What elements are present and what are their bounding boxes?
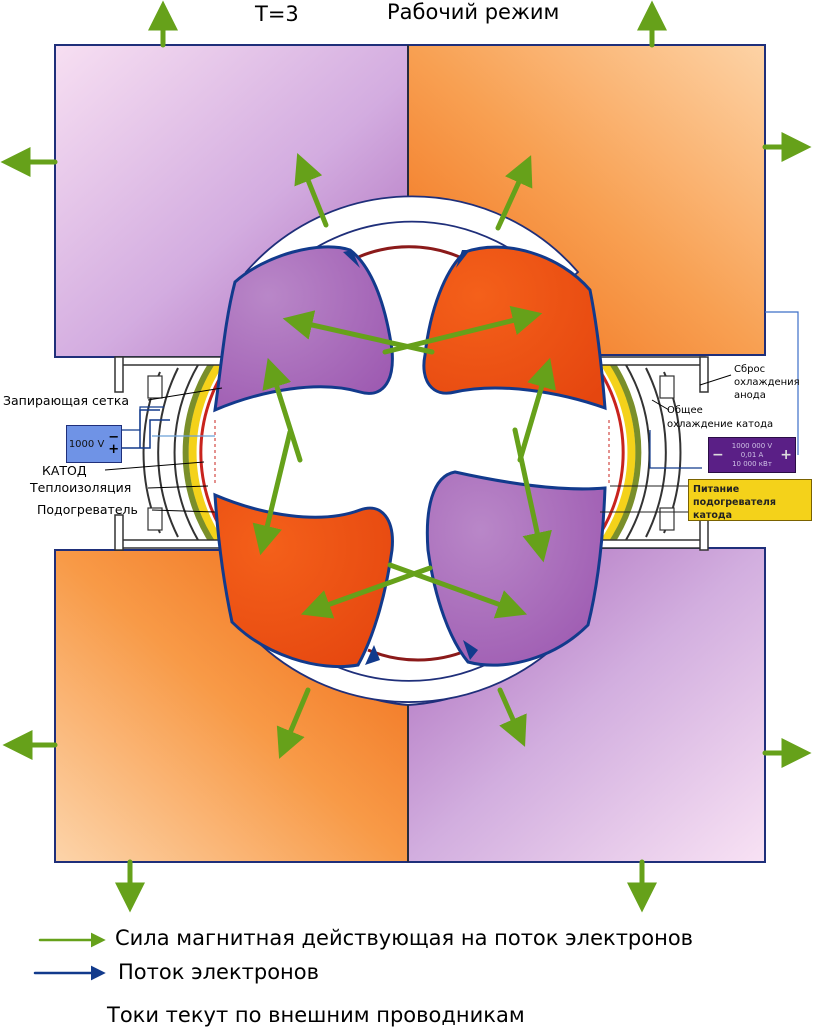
time-label: T=3: [255, 2, 299, 26]
force-arrow-inner-5: [262, 357, 303, 463]
battery-voltage: 1000 V: [68, 438, 105, 450]
cathode-assembly-left: [114, 356, 232, 551]
battery-plus: +: [108, 442, 120, 457]
heater-supply-label-1: Питание подогревателя: [693, 484, 776, 508]
force-arrow-inner-6: [252, 429, 293, 556]
force-arrow-inner-9: [300, 565, 433, 619]
label-grid: Запирающая сетка: [3, 393, 130, 408]
heater-supply-label-2: катода: [693, 510, 732, 521]
label-anode-reset: Сброс охлаждения анода: [734, 364, 800, 401]
legend-force-text: Сила магнитная действующая на поток элек…: [115, 926, 694, 950]
force-arrow-inner-7: [517, 357, 557, 463]
legend-note: Токи текут по внешним проводникам: [107, 1003, 525, 1027]
force-arrow-inner-12: [497, 687, 527, 747]
magnet-blocks: [54, 44, 766, 863]
force-arrows: [0, 0, 812, 913]
battery-minus: −: [108, 430, 120, 445]
legend-electron-flow-text: Поток электронов: [118, 960, 319, 984]
supply-minus: −: [712, 447, 724, 463]
legend-arrows: [33, 932, 106, 981]
supply-current: 0,01 А: [740, 450, 764, 459]
label-common-cooling: Общее охлаждение катода: [667, 405, 774, 430]
label-cathode: КАТОД: [42, 463, 87, 478]
force-arrow-inner-1: [294, 153, 329, 228]
force-arrow-inner-4: [382, 305, 543, 355]
cathode-assembly-right: [592, 356, 709, 551]
force-arrow-inner-11: [276, 687, 311, 759]
anode-arc-top: [244, 195, 580, 292]
supply-voltage: 1000 000 V: [731, 441, 773, 450]
force-arrow-inner-10: [387, 562, 528, 619]
heater-power-supply: Питание подогревателя катода: [688, 479, 812, 521]
main-power-supply: − 1000 000 V 0,01 А 10 000 кВт +: [708, 437, 796, 473]
battery-1000v: 1000 V − +: [66, 425, 122, 463]
petal-bottom-right: [425, 470, 607, 667]
label-insulation: Теплоизоляция: [30, 480, 132, 495]
label-heater: Подогреватель: [37, 502, 138, 517]
force-arrow-inner-2: [495, 155, 533, 231]
supply-plus: +: [780, 447, 792, 463]
mode-title: Рабочий режим: [387, 0, 560, 24]
supply-power: 10 000 кВт: [732, 459, 772, 468]
force-arrow-inner-8: [512, 427, 552, 563]
wires: [104, 311, 799, 513]
